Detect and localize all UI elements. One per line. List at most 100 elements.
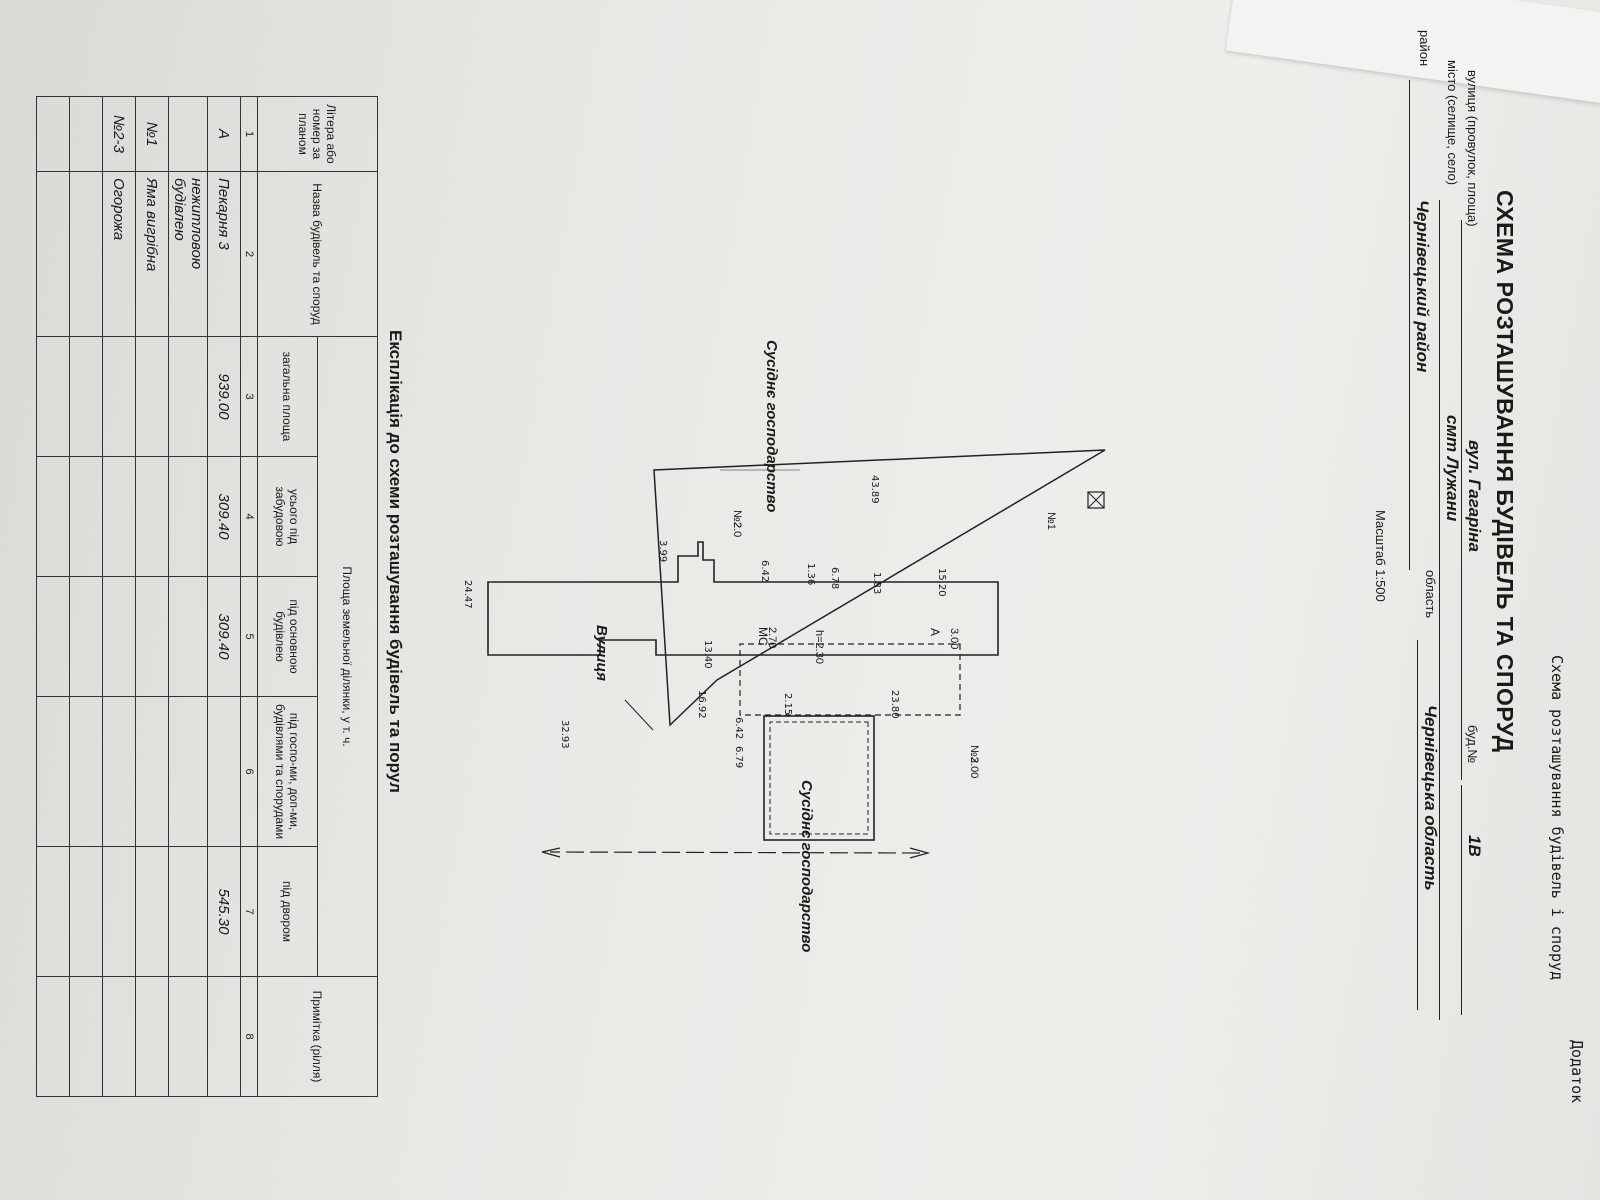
cell-total bbox=[102, 336, 136, 457]
cell-total: 939.00 bbox=[207, 336, 241, 457]
dim-3-99: 3.99 bbox=[657, 540, 668, 563]
table-row: №2-3 Огорожа bbox=[102, 96, 136, 1097]
pit-symbol-diag2 bbox=[1087, 491, 1105, 509]
cell-note bbox=[135, 976, 169, 1097]
header-name: Назва будівель та споруд bbox=[257, 171, 378, 337]
cell-name: Яма вигрібна bbox=[135, 171, 169, 337]
colnum: 7 bbox=[240, 846, 258, 977]
neighbor-bottom: Сусіднє господарство bbox=[798, 780, 815, 953]
cell-built bbox=[168, 456, 208, 577]
cell-yard: 545.30 bbox=[207, 846, 241, 977]
arrow-down bbox=[541, 847, 561, 858]
cell-yard bbox=[168, 846, 208, 977]
cell-total bbox=[36, 336, 70, 457]
mark-h: h=2.30 bbox=[813, 630, 825, 664]
building-outline bbox=[487, 541, 999, 656]
cell-main bbox=[135, 576, 169, 697]
mark-no1: №1 bbox=[1045, 512, 1057, 530]
cell-built bbox=[36, 456, 70, 577]
dim-6-79: 6.79 bbox=[733, 746, 744, 769]
colnum: 8 bbox=[240, 976, 258, 1097]
header-yard: під двором bbox=[257, 846, 318, 977]
cell-note bbox=[102, 976, 136, 1097]
cell-yard bbox=[69, 846, 103, 977]
cell-main bbox=[168, 576, 208, 697]
cell-total bbox=[168, 336, 208, 457]
cell-aux bbox=[168, 696, 208, 847]
dim-6-78: 6.78 bbox=[829, 567, 840, 590]
cell-name: нежитловою будівлею bbox=[168, 171, 208, 337]
colnum: 6 bbox=[240, 696, 258, 847]
dim-6-42-bottom: 6.42 bbox=[733, 717, 744, 740]
cell-main bbox=[36, 576, 70, 697]
cell-total bbox=[135, 336, 169, 457]
table-header-row: Літера або номер за планом Назва будівел… bbox=[257, 96, 378, 1097]
cell-note bbox=[69, 976, 103, 1097]
cell-yard bbox=[36, 846, 70, 977]
cell-built bbox=[135, 456, 169, 577]
dim-1-83: 1.83 bbox=[871, 572, 882, 595]
dim-6-42-top: 6.42 bbox=[759, 560, 770, 583]
cell-yard bbox=[102, 846, 136, 977]
dim-24-47: 24.47 bbox=[462, 580, 473, 609]
header-main-building: під основною будівлею bbox=[257, 576, 318, 697]
header-total: загальна площа bbox=[257, 336, 318, 457]
header-area-group: Площа земельної ділянки, у т. ч. bbox=[317, 336, 378, 977]
mark-mc-height: 2.70 bbox=[766, 627, 778, 649]
dim-23-80: 23.80 bbox=[889, 690, 900, 719]
cell-aux bbox=[135, 696, 169, 847]
cell-letter: А bbox=[207, 96, 241, 172]
cell-letter bbox=[168, 96, 208, 172]
leader-no3 bbox=[624, 699, 654, 731]
cell-name: Пекарня 3 bbox=[207, 171, 241, 337]
street-line bbox=[549, 851, 921, 854]
explication-title: Експлікація до схеми розташування будіве… bbox=[386, 330, 405, 793]
cell-total bbox=[69, 336, 103, 457]
dim-32-93: 32.93 bbox=[559, 720, 570, 749]
mc-room-inner bbox=[769, 721, 869, 835]
header-note: Примітка (рілля) bbox=[257, 976, 378, 1097]
dim-2-15: 2.15 bbox=[782, 693, 793, 716]
table-row: А Пекарня 3 939.00 309.40 309.40 545.30 bbox=[207, 96, 241, 1097]
dim-43-89: 43.89 bbox=[869, 475, 880, 504]
table-row: №1 Яма вигрібна bbox=[135, 96, 169, 1097]
header-built-total: усього під забудовою bbox=[257, 456, 318, 577]
column-number-row: 1 2 3 4 5 6 7 8 bbox=[240, 96, 258, 1097]
pit-symbol bbox=[1087, 491, 1105, 509]
cell-aux bbox=[102, 696, 136, 847]
cell-main bbox=[102, 576, 136, 697]
dim-13-40: 13.40 bbox=[702, 640, 713, 669]
cell-name bbox=[36, 171, 70, 337]
header-aux: під госпо-ми, доп-ми, будівлями та спору… bbox=[257, 696, 318, 847]
cell-letter: №1 bbox=[135, 96, 169, 172]
colnum: 1 bbox=[240, 96, 258, 172]
street-label-plan: Вулиця bbox=[593, 625, 610, 681]
dim-16-92: 16.92 bbox=[696, 690, 707, 719]
extension-outline bbox=[739, 643, 961, 716]
table-row bbox=[69, 96, 103, 1097]
mc-room-outline bbox=[763, 715, 875, 841]
cell-main: 309.40 bbox=[207, 576, 241, 697]
colnum: 5 bbox=[240, 576, 258, 697]
cell-yard bbox=[135, 846, 169, 977]
cell-note bbox=[168, 976, 208, 1097]
cell-built bbox=[69, 456, 103, 577]
cell-aux bbox=[36, 696, 70, 847]
table-row: нежитловою будівлею bbox=[168, 96, 208, 1097]
cell-built: 309.40 bbox=[207, 456, 241, 577]
cell-aux bbox=[207, 696, 241, 847]
cell-aux bbox=[69, 696, 103, 847]
colnum: 4 bbox=[240, 456, 258, 577]
cell-main bbox=[69, 576, 103, 697]
header-letter: Літера або номер за планом bbox=[257, 96, 378, 172]
cell-built bbox=[102, 456, 136, 577]
plot-boundary bbox=[653, 449, 1106, 727]
arrow-up bbox=[909, 847, 931, 859]
mark-no2-height: 2.0 bbox=[731, 522, 743, 538]
cell-letter bbox=[36, 96, 70, 172]
mark-a: А bbox=[928, 628, 942, 637]
colnum: 3 bbox=[240, 336, 258, 457]
